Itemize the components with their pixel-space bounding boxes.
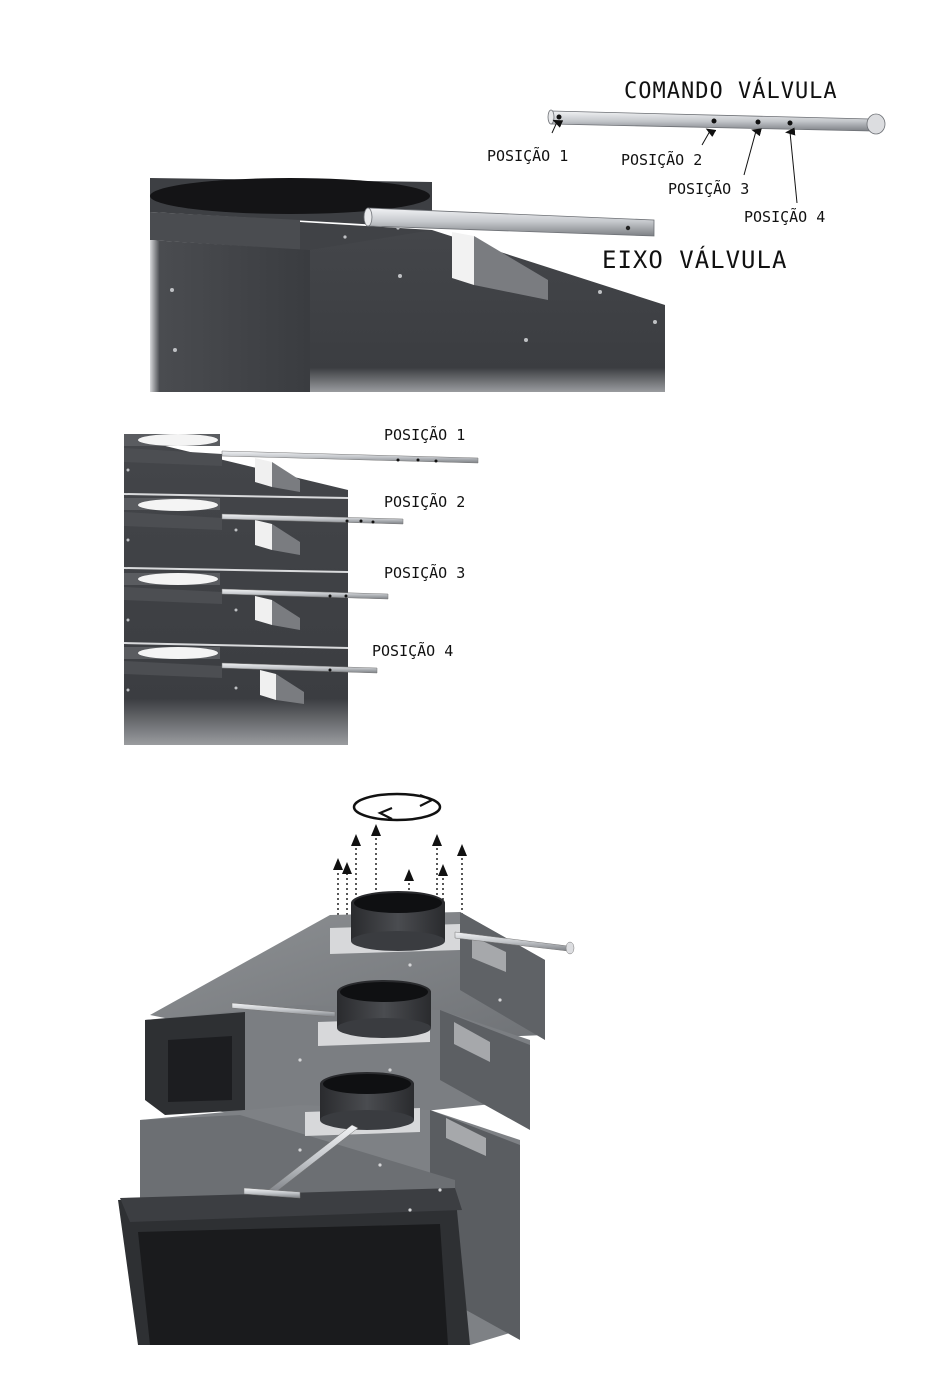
axis-label: EIXO VÁLVULA	[602, 245, 787, 274]
bottom-figure	[118, 794, 574, 1345]
top-position-4-label: POSIÇÃO 4	[744, 207, 825, 226]
top-position-1-label: POSIÇÃO 1	[487, 146, 568, 165]
middle-figure: POSIÇÃO 1 POSIÇÃO 2 POSIÇÃO 3 POSIÇÃO 4	[124, 425, 478, 745]
mid-position-2-label: POSIÇÃO 2	[384, 492, 465, 511]
rotation-icon	[354, 794, 440, 820]
top-position-3-label: POSIÇÃO 3	[668, 179, 749, 198]
command-label: COMANDO VÁLVULA	[624, 78, 838, 104]
mid-position-4-label: POSIÇÃO 4	[372, 641, 453, 660]
airflow-arrowheads	[333, 824, 467, 881]
top-position-2-label: POSIÇÃO 2	[621, 150, 702, 169]
mid-position-3-label: POSIÇÃO 3	[384, 563, 465, 582]
mid-position-1-label: POSIÇÃO 1	[384, 425, 465, 444]
valve-command-rod	[548, 110, 885, 134]
top-figure: COMANDO VÁLVULA EIXO VÁLVULA POSIÇÃO 1 P…	[150, 78, 885, 392]
